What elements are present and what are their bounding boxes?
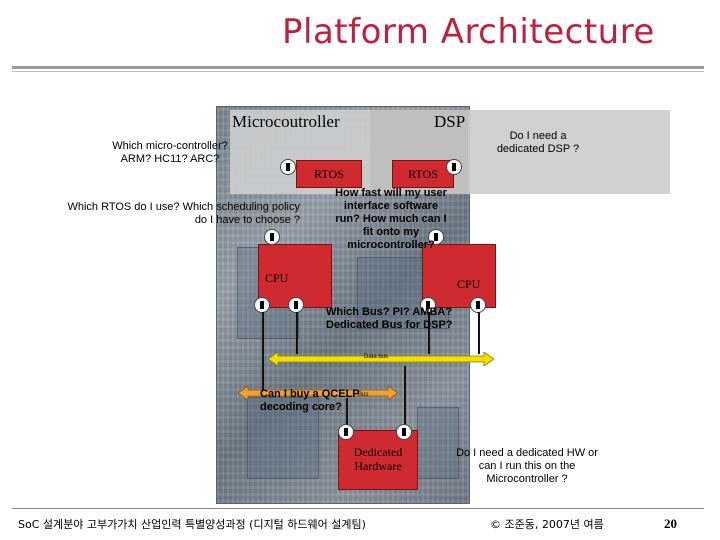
dsp-label: DSP (434, 112, 466, 131)
connector-icon (396, 424, 412, 440)
connector-icon (338, 424, 354, 440)
question-microcontroller: Which micro-controller? ARM? HC11? ARC? (112, 140, 228, 165)
cpu-right-block: CPU (422, 244, 496, 308)
wire (478, 312, 480, 354)
dedicated-hardware-block: Dedicated Hardware (338, 430, 418, 490)
hardware-label-line1: Dedicated (353, 445, 403, 459)
connector-icon (446, 159, 462, 175)
connector-icon (264, 229, 280, 245)
question-interface: How fast will my user interface software… (335, 187, 447, 251)
rtos-right-label: RTOS (408, 166, 438, 181)
rtos-left-block: RTOS (296, 160, 362, 188)
title-divider (12, 66, 704, 69)
question-qcelp: Can I buy a QCELP decoding core? (260, 388, 360, 413)
connector-icon (280, 159, 296, 175)
wire (346, 398, 348, 432)
wire (296, 312, 298, 354)
connector-icon (288, 297, 304, 313)
cpu-left-label: CPU (265, 271, 289, 285)
microcontroller-label: Microcoutroller (232, 112, 340, 131)
die-region (247, 397, 319, 479)
question-bus: Which Bus? PI? AMBA? Dedicated Bus for D… (326, 306, 453, 331)
title-divider-thin (12, 71, 704, 72)
rtos-right-block: RTOS (392, 160, 454, 188)
footer-copyright: © 조준동, 2007년 여름 (490, 518, 604, 531)
second-bus-label: Bus (358, 392, 369, 398)
question-hardware: Do I need a dedicated HW or can I run th… (456, 447, 598, 485)
question-rtos: Which RTOS do I use? Which scheduling po… (67, 201, 300, 226)
connector-icon (428, 229, 444, 245)
cpu-right-label: CPU (457, 277, 481, 291)
question-dsp: Do I need a dedicated DSP ? (496, 130, 580, 155)
wire (404, 366, 406, 432)
slide-title: Platform Architecture (282, 12, 655, 52)
footer-course: SoC 설계분야 고부가가치 산업인력 특별양성과정 (디지털 하드웨어 설계팀… (18, 518, 366, 531)
wire (428, 312, 430, 354)
connector-icon (254, 297, 270, 313)
page-number: 20 (664, 516, 677, 531)
footer-divider (12, 508, 704, 509)
hardware-label-line2: Hardware (354, 459, 402, 473)
data-bus-label: Data bus (364, 354, 389, 360)
rtos-left-label: RTOS (314, 166, 344, 181)
wire (262, 312, 264, 392)
